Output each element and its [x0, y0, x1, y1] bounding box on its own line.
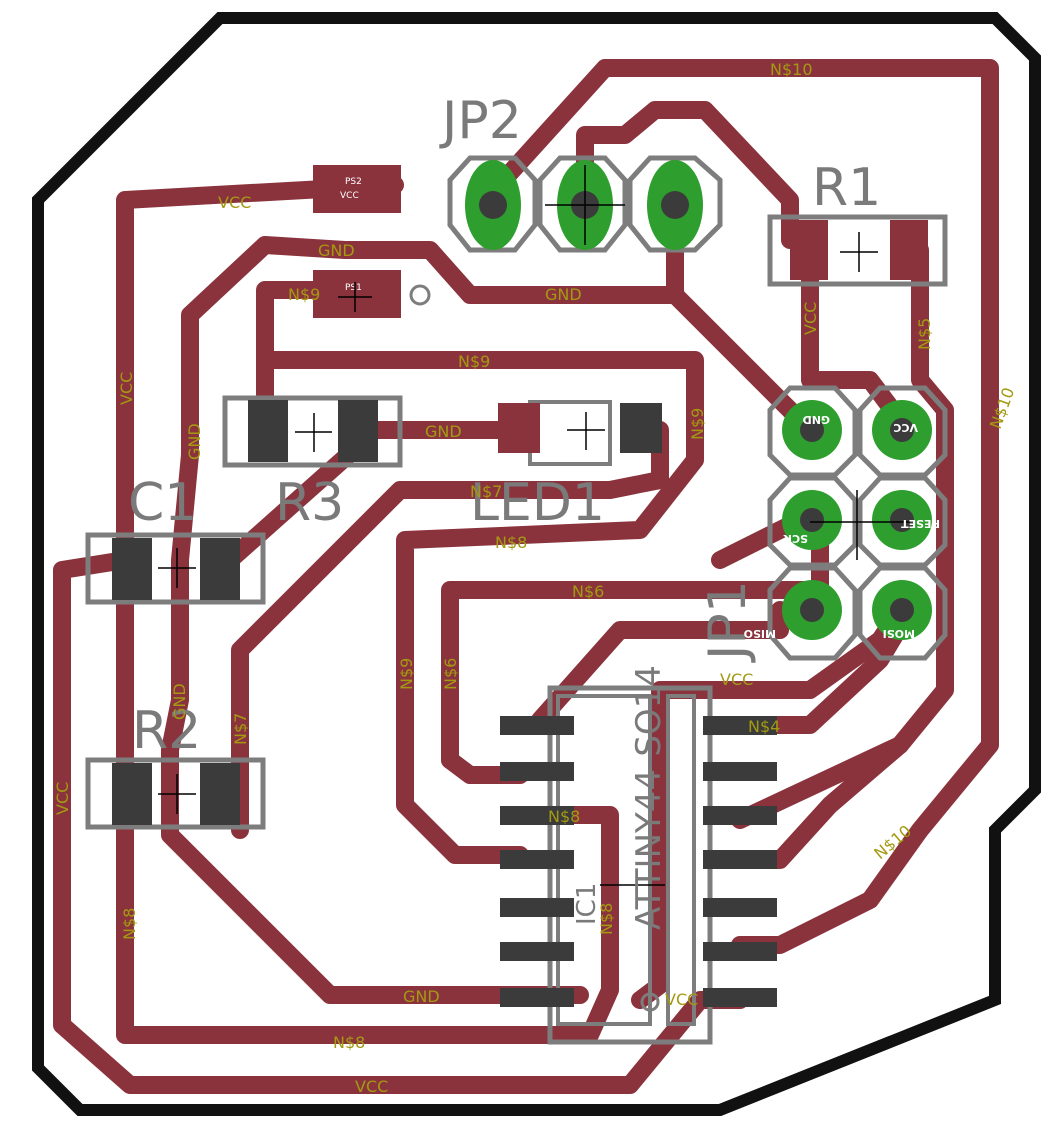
net-label: N$7: [231, 713, 250, 745]
net-label: GND: [185, 423, 204, 460]
net-label: N$8: [120, 908, 139, 940]
trace-n10: [481, 59, 999, 954]
net-label: N$8: [548, 807, 580, 826]
trace-vcc-ic: [631, 601, 909, 1009]
net-label: N$5: [915, 318, 934, 350]
header-pin-labels: GND VCC SCK RESET MISO MOSI: [744, 413, 940, 640]
net-label: N$6: [572, 582, 604, 601]
net-label: VCC: [720, 670, 753, 689]
ps2-label: PS2: [345, 177, 362, 187]
designators: JP2 R1 C1 R3 LED1 R2 JP1 ATTINY44-SO14 I…: [128, 91, 881, 930]
pad-ps1: PS1: [313, 270, 431, 318]
net-label: VCC: [665, 990, 698, 1009]
net-label: GND: [425, 422, 462, 441]
trace-n9-b: [256, 351, 704, 864]
ic1-attiny44: [500, 685, 777, 1045]
copper-traces: [53, 59, 999, 1094]
trace-r1-vcc: [801, 241, 909, 429]
c1-capacitor: [85, 532, 266, 605]
net-label: N$9: [288, 285, 320, 304]
u1-label: ATTINY44-SO14: [629, 665, 669, 930]
jp2-label: JP2: [439, 91, 522, 151]
net-label: N$9: [458, 352, 490, 371]
trace-gnd-top: [161, 236, 589, 1004]
jp1-isp-header: [767, 385, 948, 661]
net-label: N$9: [688, 408, 707, 440]
trace-n6: [441, 511, 829, 769]
net-label: GND: [170, 683, 189, 720]
pin-label-reset: RESET: [901, 517, 940, 530]
trace-vcc-outer: [53, 176, 749, 1094]
ic1-label: IC1: [572, 883, 602, 925]
trace-gnd-bus: [336, 191, 684, 304]
led1-label: LED1: [470, 473, 605, 533]
trace-jp2-vcc: [576, 101, 799, 249]
net-label: N$8: [333, 1033, 365, 1052]
net-label: N$4: [748, 717, 780, 736]
jp1-label: JP1: [698, 580, 758, 663]
net-label: GND: [403, 987, 440, 1006]
net-label: VCC: [801, 302, 820, 335]
r2-label: R2: [132, 701, 201, 761]
pin-label-vcc: VCC: [893, 421, 918, 434]
board-outline: [32, 12, 1041, 1116]
r1-resistor: [767, 214, 948, 287]
net-label: N$10: [770, 60, 813, 79]
net-label: GND: [318, 241, 355, 260]
pin-label-mosi: MOSI: [883, 627, 915, 640]
net-label: VCC: [355, 1077, 388, 1096]
net-label: N$7: [470, 482, 502, 501]
ps2-net-label: VCC: [340, 191, 359, 201]
led1: [498, 400, 662, 466]
net-label: VCC: [218, 193, 251, 212]
jp2-header: [447, 155, 723, 253]
pad-ps2: PS2 VCC: [313, 165, 401, 213]
net-label: N$6: [441, 658, 460, 690]
trace-r1-n: [731, 241, 954, 869]
r2-resistor: [85, 757, 266, 830]
ic1-pads-right: [703, 716, 777, 1007]
pin-label-sck: SCK: [783, 532, 808, 545]
r3-label: R3: [275, 473, 344, 533]
ic1-pads-left: [500, 716, 574, 1007]
net-label: VCC: [117, 372, 136, 405]
trace-vcc-c1: [116, 551, 619, 1044]
net-label: GND: [545, 285, 582, 304]
ic1-right-silk: [666, 694, 696, 1026]
net-label: N$8: [495, 533, 527, 552]
c1-label: C1: [128, 473, 197, 533]
net-label: VCC: [53, 782, 72, 815]
trace-vcc-header: [531, 601, 789, 729]
net-label: N$9: [397, 658, 416, 690]
pin-label-gnd: GND: [803, 413, 830, 426]
pin-label-miso: MISO: [744, 627, 776, 640]
net-labels: N$10 N$10 N$10 VCC VCC VCC VCC VCC VCC V…: [53, 60, 1018, 1096]
r1-label: R1: [812, 158, 881, 218]
net-label: N$8: [597, 903, 616, 935]
ps1-label: PS1: [345, 283, 362, 293]
r3-resistor: [222, 395, 403, 468]
